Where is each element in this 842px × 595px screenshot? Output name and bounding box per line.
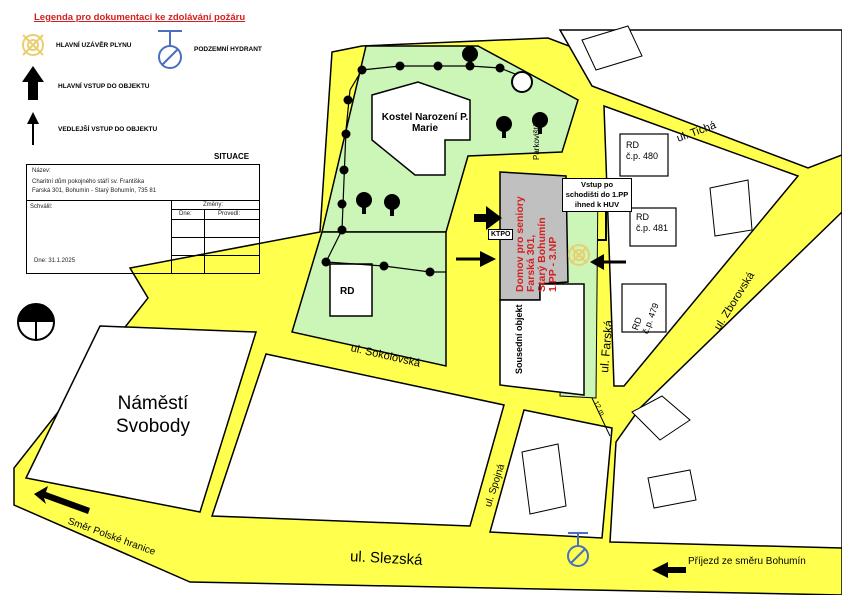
legend-label: HLAVNÍ VSTUP DO OBJEKTU: [58, 83, 150, 90]
rd-481: [629, 207, 677, 247]
fence-post: [337, 225, 347, 235]
legend-label: VEDLEJŠÍ VSTUP DO OBJEKTU: [58, 126, 158, 133]
tree-icon: [384, 194, 400, 216]
fence-post: [395, 61, 405, 71]
by-column: Provedl:: [218, 211, 241, 217]
title-block-heading: SITUACE: [214, 152, 250, 161]
block-square: [24, 325, 258, 513]
side-entrance-arrow-icon: [456, 251, 496, 267]
name-line1: Charitní dům pokojného stáří sv. Františ…: [32, 179, 145, 185]
tree-icon: [496, 116, 512, 138]
name-label: Název:: [32, 168, 51, 174]
tree-icon: [462, 46, 478, 68]
block-north: [558, 29, 842, 169]
parking-label: Parkoviště: [532, 122, 541, 160]
house: [709, 179, 753, 237]
main-entrance-arrow-icon: [22, 66, 44, 100]
gas-valve-icon: [22, 34, 44, 56]
neighbor-label: Sousední objekt: [514, 304, 524, 374]
date-column: Dne:: [179, 211, 192, 217]
fence-post: [339, 165, 349, 175]
ktpo-label: KTPO: [488, 229, 514, 240]
church-building: [371, 81, 471, 176]
date: Dne: 31.1.2025: [34, 258, 76, 264]
fence-post: [495, 63, 505, 73]
legend-label: HLAVNÍ UZÁVĚR PLYNU: [56, 42, 132, 49]
legend-label: PODZEMNÍ HYDRANT: [194, 46, 262, 53]
rd-house: [329, 263, 373, 317]
gas-valve-icon: [568, 244, 590, 266]
direction-arrow-left-icon: [652, 562, 686, 578]
fence-post: [321, 257, 331, 267]
tree-icon: [356, 192, 372, 214]
fence-post: [425, 267, 435, 277]
neighbor-building: [499, 283, 585, 396]
house: [647, 469, 697, 509]
north-arrow-icon: [17, 303, 55, 341]
approved-label: Schválil:: [30, 204, 53, 210]
house: [631, 395, 691, 441]
hydrant-icon: [158, 30, 182, 69]
rd-label: RD: [340, 286, 355, 297]
house: [521, 443, 567, 515]
legend-title: Legenda pro dokumentaci ke zdolávání pož…: [34, 12, 246, 23]
side-entrance-arrow-icon: [27, 112, 39, 145]
fence-posts: [321, 61, 505, 277]
fence-post: [357, 65, 367, 75]
church-label: Kostel Narození P. Marie: [381, 112, 469, 134]
fence-post: [433, 61, 443, 71]
well: [511, 71, 533, 93]
tree-icon: [532, 112, 548, 134]
main-entrance-arrow-icon: [474, 206, 502, 230]
block-southeast: [609, 210, 842, 549]
rd-479: [621, 283, 667, 333]
house: [581, 25, 643, 71]
hydrant-icon: [567, 532, 589, 567]
fence-post: [343, 95, 353, 105]
block-south-central: [210, 353, 505, 527]
trees: [356, 46, 548, 216]
direction-right-label: Příjezd ze směru Bohumín: [688, 556, 806, 567]
changes-label: Změny:: [203, 202, 224, 208]
direction-arrow-left-icon: [34, 486, 90, 514]
name-line2: Farská 301, Bohumín - Starý Bohumín, 735…: [32, 188, 157, 194]
distance-line: [591, 397, 611, 437]
fence-post: [337, 199, 347, 209]
fence-post: [379, 261, 389, 271]
side-entrance-arrow-icon: [590, 254, 626, 270]
title-block: Název: Charitní dům pokojného stáří sv. …: [26, 164, 260, 274]
rd-480: [619, 133, 669, 177]
fence-post: [341, 129, 351, 139]
